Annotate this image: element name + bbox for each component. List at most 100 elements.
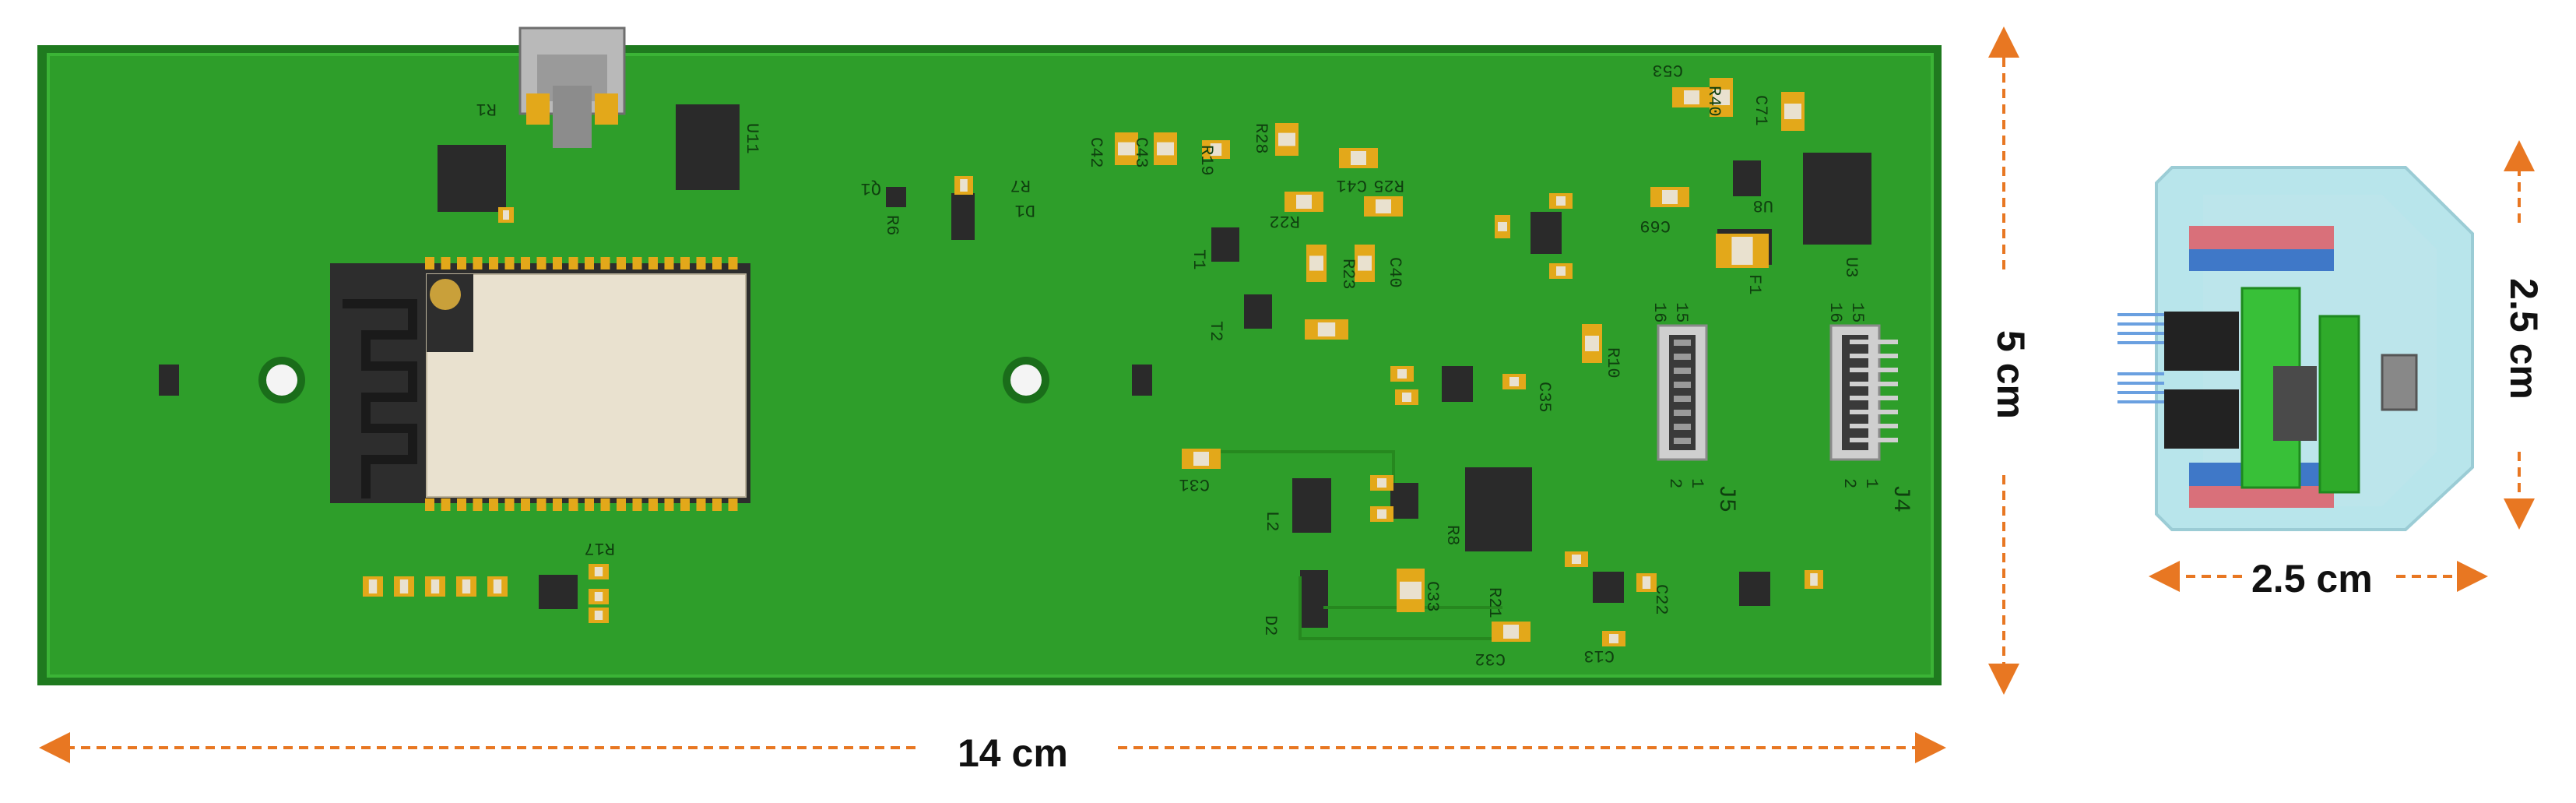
- label-j5-pin16: 16: [1650, 302, 1669, 322]
- enclosure-height-label: 2.5 cm: [2501, 278, 2546, 400]
- label-l2: L2: [1262, 511, 1281, 531]
- module-pad: [441, 257, 451, 269]
- dimension-arrows: [39, 26, 2535, 763]
- label-c31: C31: [1179, 474, 1210, 494]
- label-r7: R7: [1010, 175, 1031, 195]
- module-pad: [553, 257, 562, 269]
- header-pin: [1674, 410, 1691, 416]
- module-pad: [617, 257, 626, 269]
- wifi-module: [330, 263, 750, 503]
- label-r23: R23: [1338, 259, 1358, 290]
- label-u8: U8: [1753, 195, 1773, 215]
- label-c13: C13: [1583, 646, 1615, 665]
- passive-body: [1296, 195, 1312, 209]
- enclosure-3d: [2117, 166, 2474, 531]
- mounting-holes: [258, 357, 1049, 403]
- passive-body: [368, 579, 378, 593]
- board-width-label: 14 cm: [958, 731, 1068, 775]
- passive-body: [1193, 452, 1209, 466]
- module-pad: [680, 257, 690, 269]
- passive-body: [1358, 255, 1372, 271]
- module-pad: [648, 257, 658, 269]
- module-pad: [425, 498, 434, 511]
- label-c41: C41: [1336, 175, 1367, 195]
- passive-body: [503, 210, 509, 220]
- passive-body: [1572, 555, 1581, 564]
- passive-body: [1317, 322, 1336, 336]
- passive-body: [1556, 266, 1566, 276]
- label-r6: R6: [882, 215, 901, 235]
- header-pin: [1850, 438, 1898, 442]
- label-j5-pin15: 15: [1671, 302, 1691, 322]
- passive-body: [399, 579, 409, 593]
- enclosure-width-label: 2.5 cm: [2251, 557, 2373, 600]
- label-j5-pin2: 2: [1665, 478, 1685, 488]
- header-pin: [1674, 354, 1691, 360]
- module-pad: [568, 257, 578, 269]
- label-c22: C22: [1651, 584, 1671, 615]
- usb-connector: [518, 26, 626, 148]
- module-pad: [521, 257, 530, 269]
- passive-body: [431, 579, 440, 593]
- pcb-board: [37, 45, 1942, 685]
- passive-body: [1642, 576, 1651, 589]
- module-pad: [585, 498, 594, 511]
- header-pin: [1850, 424, 1898, 428]
- label-r21: R21: [1485, 587, 1504, 618]
- module-pad: [712, 498, 722, 511]
- module-pad: [489, 498, 498, 511]
- passive-body: [1731, 237, 1753, 265]
- label-c69: C69: [1639, 216, 1671, 235]
- label-j4: J4: [1887, 484, 1914, 512]
- passive-body: [462, 579, 471, 593]
- label-f1: F1: [1745, 274, 1764, 294]
- passive-body: [1684, 90, 1699, 104]
- module-pad: [489, 257, 498, 269]
- header-pin: [1850, 354, 1898, 358]
- label-c53: C53: [1652, 60, 1683, 79]
- module-pads: [425, 257, 738, 511]
- module-pad: [712, 257, 722, 269]
- board-height-label: 5 cm: [1988, 330, 2033, 419]
- passive-body: [1503, 625, 1519, 639]
- label-r40: R40: [1704, 86, 1724, 117]
- label-j4-pin15: 15: [1847, 302, 1867, 322]
- module-pad: [728, 498, 738, 511]
- label-c43: C43: [1131, 137, 1151, 168]
- label-j5: J5: [1713, 484, 1739, 512]
- label-r25: R25: [1373, 175, 1404, 195]
- label-c32: C32: [1474, 649, 1506, 668]
- label-t2: T2: [1206, 321, 1225, 341]
- header-pin: [1850, 368, 1898, 372]
- module-pad: [648, 498, 658, 511]
- header-pin: [1674, 382, 1691, 388]
- label-j4-pin2: 2: [1840, 478, 1859, 488]
- label-r10: R10: [1603, 347, 1622, 379]
- module-pad: [521, 498, 530, 511]
- passive-body: [594, 611, 603, 620]
- header-pin: [1674, 368, 1691, 374]
- passive-body: [594, 592, 603, 601]
- passive-body: [1210, 143, 1222, 156]
- silkscreen: R1 U11 C53 R40 C71 C42 C43 R19 R28 R25 C…: [476, 60, 1914, 668]
- module-pad: [632, 498, 642, 511]
- header-pin: [1674, 438, 1691, 444]
- label-r8: R8: [1443, 525, 1462, 545]
- module-pad: [536, 498, 546, 511]
- label-r1: R1: [476, 99, 497, 118]
- module-pad: [504, 257, 515, 269]
- label-c35: C35: [1534, 382, 1554, 413]
- module-pad: [696, 257, 706, 269]
- label-q1: Q1: [861, 178, 881, 198]
- passive-body: [1400, 581, 1422, 600]
- passive-body: [1662, 190, 1678, 204]
- label-d1: D1: [1015, 200, 1035, 220]
- label-c42: C42: [1086, 137, 1105, 168]
- label-u3: U3: [1841, 257, 1861, 277]
- passive-body: [1278, 132, 1295, 146]
- module-pad: [457, 498, 466, 511]
- passive-body: [1377, 509, 1386, 519]
- passive-body: [1498, 222, 1507, 231]
